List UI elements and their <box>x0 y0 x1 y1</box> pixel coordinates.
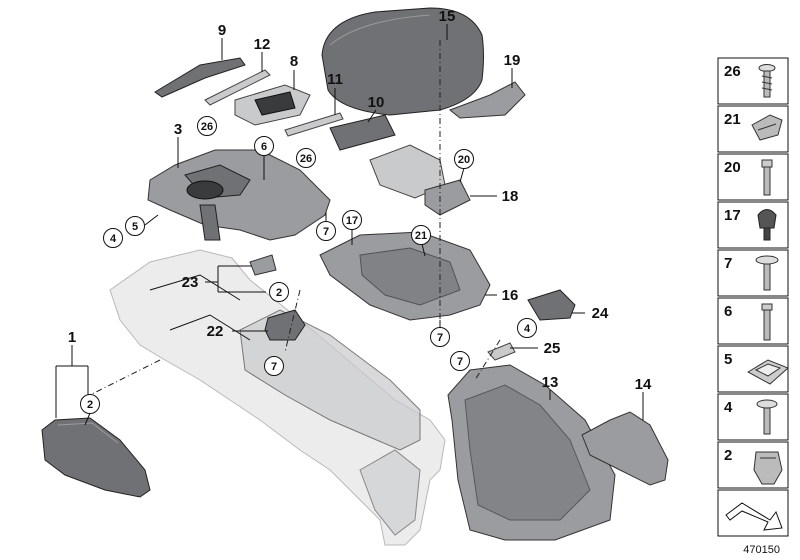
washer-bolt-icon-4 <box>756 399 778 435</box>
part-9-strip <box>154 57 246 98</box>
svg-text:2: 2 <box>87 399 93 411</box>
svg-text:5: 5 <box>132 221 138 233</box>
screw-icon-26 <box>758 64 776 98</box>
nut-clip-icon-5 <box>746 359 789 385</box>
part-1-side-trim <box>41 417 151 498</box>
callout-circle-7a: 7 <box>316 221 336 241</box>
callout-circle-17: 17 <box>342 210 362 230</box>
callout-18: 18 <box>502 188 519 205</box>
callout-1: 1 <box>68 329 76 346</box>
panel-label-20: 20 <box>724 159 741 176</box>
assembly-lines <box>79 40 501 401</box>
part-13-storage-bin <box>447 364 616 541</box>
callout-9: 9 <box>218 22 226 39</box>
callout-circle-6: 6 <box>254 136 274 156</box>
part-14-side-cover <box>581 411 669 486</box>
svg-text:4: 4 <box>110 233 117 245</box>
callout-24: 24 <box>592 305 609 322</box>
callout-11: 11 <box>327 71 343 88</box>
panel-label-17: 17 <box>724 207 741 224</box>
bolt-icon-20 <box>761 159 773 196</box>
callout-circle-4b: 4 <box>517 318 537 338</box>
panel-label-7: 7 <box>724 255 732 272</box>
callout-8: 8 <box>290 53 298 70</box>
callout-circle-21: 21 <box>411 225 431 245</box>
svg-text:7: 7 <box>437 332 443 344</box>
part-23-bracket <box>249 254 277 276</box>
panel-label-2: 2 <box>724 447 732 464</box>
callout-circle-7d: 7 <box>450 351 470 371</box>
svg-text:7: 7 <box>271 361 277 373</box>
part-11-rail <box>284 112 344 137</box>
panel-label-5: 5 <box>724 351 732 368</box>
diagram-reference-number: 470150 <box>743 544 780 556</box>
callout-circle-2a: 2 <box>80 394 100 414</box>
callout-15: 15 <box>439 8 456 25</box>
panel-label-6: 6 <box>724 303 732 320</box>
svg-text:7: 7 <box>323 226 329 238</box>
rubber-buffer-icon-17 <box>757 209 777 241</box>
callout-23: 23 <box>182 274 199 291</box>
clip-icon-21 <box>751 114 783 141</box>
panel-label-21: 21 <box>724 111 741 128</box>
part-3-tray-frame <box>147 149 331 241</box>
svg-text:2: 2 <box>276 287 282 299</box>
part-19-lid-trim <box>449 81 526 119</box>
callout-3: 3 <box>174 121 182 138</box>
long-screw-icon-6 <box>761 303 773 341</box>
callout-10: 10 <box>368 94 385 111</box>
leader-lines <box>55 24 644 426</box>
svg-text:26: 26 <box>201 121 213 133</box>
callout-16: 16 <box>502 287 519 304</box>
callout-circle-7c: 7 <box>430 327 450 347</box>
panel-label-4: 4 <box>724 399 733 416</box>
circled-callouts: 2 2 4 5 6 7 7 7 <box>80 116 537 414</box>
callout-circle-7b: 7 <box>264 356 284 376</box>
part-8-insert <box>234 84 311 126</box>
part-10-mat <box>329 114 396 151</box>
callout-circle-20: 20 <box>454 149 474 169</box>
spring-clip-icon-2 <box>753 451 783 485</box>
fastener-panel: 26 21 20 17 7 6 5 4 2 <box>717 57 789 537</box>
part-24-cover <box>527 289 576 321</box>
callout-14: 14 <box>635 376 652 393</box>
callout-12: 12 <box>254 36 271 53</box>
svg-text:4: 4 <box>524 323 531 335</box>
arrow-icon <box>725 502 783 531</box>
callout-13: 13 <box>542 374 559 391</box>
panel-label-26: 26 <box>724 63 741 80</box>
svg-text:7: 7 <box>457 356 463 368</box>
callout-circle-4a: 4 <box>103 228 123 248</box>
callout-25: 25 <box>544 340 561 357</box>
callout-22: 22 <box>207 323 224 340</box>
part-12-rail <box>204 69 271 106</box>
svg-text:20: 20 <box>458 154 470 166</box>
part-18-hinge <box>369 144 471 216</box>
callout-circle-2b: 2 <box>269 282 289 302</box>
svg-text:26: 26 <box>300 153 312 165</box>
part-16-lower-tray <box>319 231 491 321</box>
callout-circle-5: 5 <box>125 216 145 236</box>
callout-19: 19 <box>504 52 521 69</box>
svg-text:17: 17 <box>346 215 358 227</box>
part-22-bracket <box>264 309 306 341</box>
callout-circle-26b: 26 <box>296 148 316 168</box>
svg-text:6: 6 <box>261 141 267 153</box>
center-console-body <box>109 249 446 546</box>
part-25-clip <box>487 342 516 361</box>
svg-text:21: 21 <box>415 230 427 242</box>
washer-screw-icon-7 <box>755 255 779 291</box>
part-15-armrest <box>321 7 484 116</box>
callout-labels: 1 3 8 9 10 11 12 13 14 15 16 18 19 22 23… <box>68 8 652 393</box>
callout-circle-26a: 26 <box>197 116 217 136</box>
